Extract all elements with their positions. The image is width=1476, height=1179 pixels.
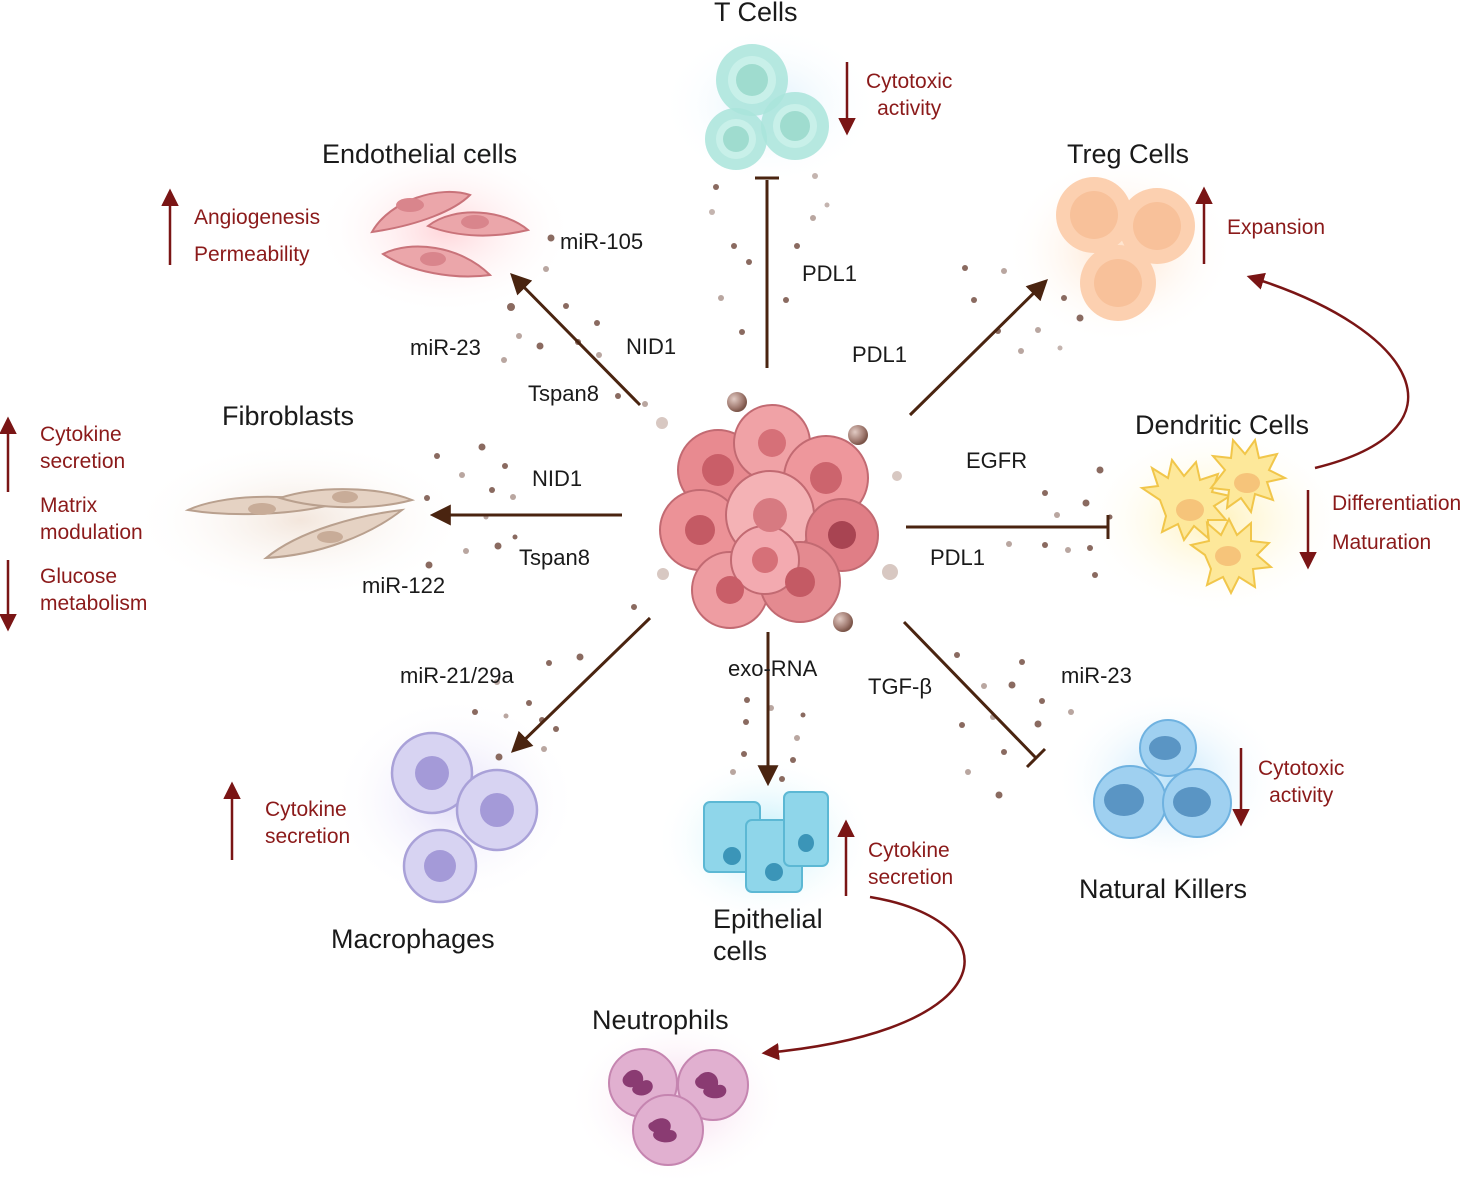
fibroblasts-effect-mid: Matrix modulation [40, 492, 143, 546]
molecule-t-pdl1: PDL1 [802, 261, 858, 286]
arrow-to-treg [908, 279, 1048, 417]
endothelial-cells-icon [370, 190, 531, 278]
molecule-fib-nid1: NID1 [532, 466, 583, 491]
neutrophils-title: Neutrophils [592, 1005, 729, 1035]
fibroblasts-effect-mid-line1: Matrix [40, 494, 98, 517]
t-cells-title: T Cells [714, 0, 798, 27]
nk-effect-line2: activity [1269, 784, 1334, 807]
molecule-epi-exorna: exo-RNA [728, 656, 818, 681]
macrophages-effect-line2: secretion [265, 825, 351, 848]
dendritic-effect-line2: Maturation [1332, 531, 1432, 554]
fibroblasts-effect-down: Glucose metabolism [40, 563, 147, 617]
t-cells-effect-line1: Cytotoxic [866, 70, 953, 93]
dendritic-title: Dendritic Cells [1135, 410, 1310, 440]
molecule-endo-nid1: NID1 [626, 334, 677, 359]
epithelial-effect: Cytokine secretion [868, 837, 953, 891]
arrow-to-macrophages [510, 616, 652, 753]
interaction-arrows [429, 176, 1110, 787]
molecule-endo-mir105: miR-105 [560, 229, 644, 254]
macrophages-effect: Cytokine secretion [265, 796, 350, 850]
fibroblasts-effect-up-line1: Cytokine [40, 423, 122, 446]
fibroblasts-effect-down-line1: Glucose [40, 565, 118, 588]
nk-effect: Cytotoxic activity [1258, 755, 1344, 809]
molecule-endo-mir23: miR-23 [410, 335, 481, 360]
molecule-nk-tgfb: TGF-β [868, 674, 932, 699]
molecule-fib-tspan8: Tspan8 [519, 545, 590, 570]
epithelial-cells-icon [703, 791, 829, 893]
fibroblasts-effect-up: Cytokine secretion [40, 421, 125, 475]
treg-cells-icon [1056, 177, 1195, 321]
neutrophils-icon [608, 1048, 749, 1166]
arrow-to-nk [902, 620, 1038, 760]
arrow-to-endothelial [510, 273, 642, 407]
epithelial-effect-line1: Cytokine [868, 839, 950, 862]
molecule-nk-mir23: miR-23 [1061, 663, 1132, 688]
natural-killers-icon [1093, 719, 1232, 839]
molecule-fib-mir122: miR-122 [362, 573, 446, 598]
fibroblasts-effect-up-line2: secretion [40, 450, 126, 473]
epithelial-title: Epithelial cells [713, 903, 823, 967]
dendritic-effect: Differentiation Maturation [1332, 484, 1461, 562]
fibroblasts-effect-mid-line2: modulation [40, 521, 143, 544]
endothelial-title: Endothelial cells [322, 139, 518, 169]
molecule-endo-tspan8: Tspan8 [528, 381, 599, 406]
molecule-mac-mir: miR-21/29a [400, 663, 514, 688]
macrophages-icon [390, 731, 539, 904]
fibroblasts-icon [184, 488, 416, 560]
epithelial-effect-line2: secretion [868, 866, 954, 889]
exosome-particles [424, 173, 1113, 799]
epithelial-title-line1: Epithelial [713, 904, 823, 934]
treg-effect-line1: Expansion [1227, 216, 1326, 239]
t-cells-effect: Cytotoxic activity [866, 68, 952, 122]
treg-title: Treg Cells [1067, 139, 1190, 169]
molecule-dc-egfr: EGFR [966, 448, 1028, 473]
tumor-cell-cluster [659, 404, 879, 629]
arrow-to-nk-bar [1025, 747, 1047, 769]
vesicles [656, 392, 902, 632]
dendritic-effect-line1: Differentiation [1332, 492, 1462, 515]
t-cells-icon [705, 44, 829, 170]
molecule-treg-pdl1: PDL1 [852, 342, 908, 367]
endothelial-effect-line2: Permeability [194, 243, 310, 266]
dendritic-cells-icon [1139, 437, 1288, 596]
macrophages-effect-line1: Cytokine [265, 798, 347, 821]
epithelial-title-line2: cells [713, 936, 768, 966]
dc-to-treg-curve [1246, 272, 1410, 470]
endothelial-effect-line1: Angiogenesis [194, 206, 321, 229]
molecule-dc-pdl1: PDL1 [930, 545, 986, 570]
endothelial-effect: Angiogenesis Permeability [194, 199, 320, 273]
macrophages-title: Macrophages [331, 924, 495, 954]
epithelial-to-neutrophils-curve [761, 895, 966, 1061]
t-cells-effect-line2: activity [877, 97, 942, 120]
nk-effect-line1: Cytotoxic [1258, 757, 1345, 780]
nk-title: Natural Killers [1079, 874, 1248, 904]
fibroblasts-effect-down-line2: metabolism [40, 592, 148, 615]
effect-arrows [0, 62, 1410, 1061]
fibroblasts-title: Fibroblasts [222, 401, 355, 431]
